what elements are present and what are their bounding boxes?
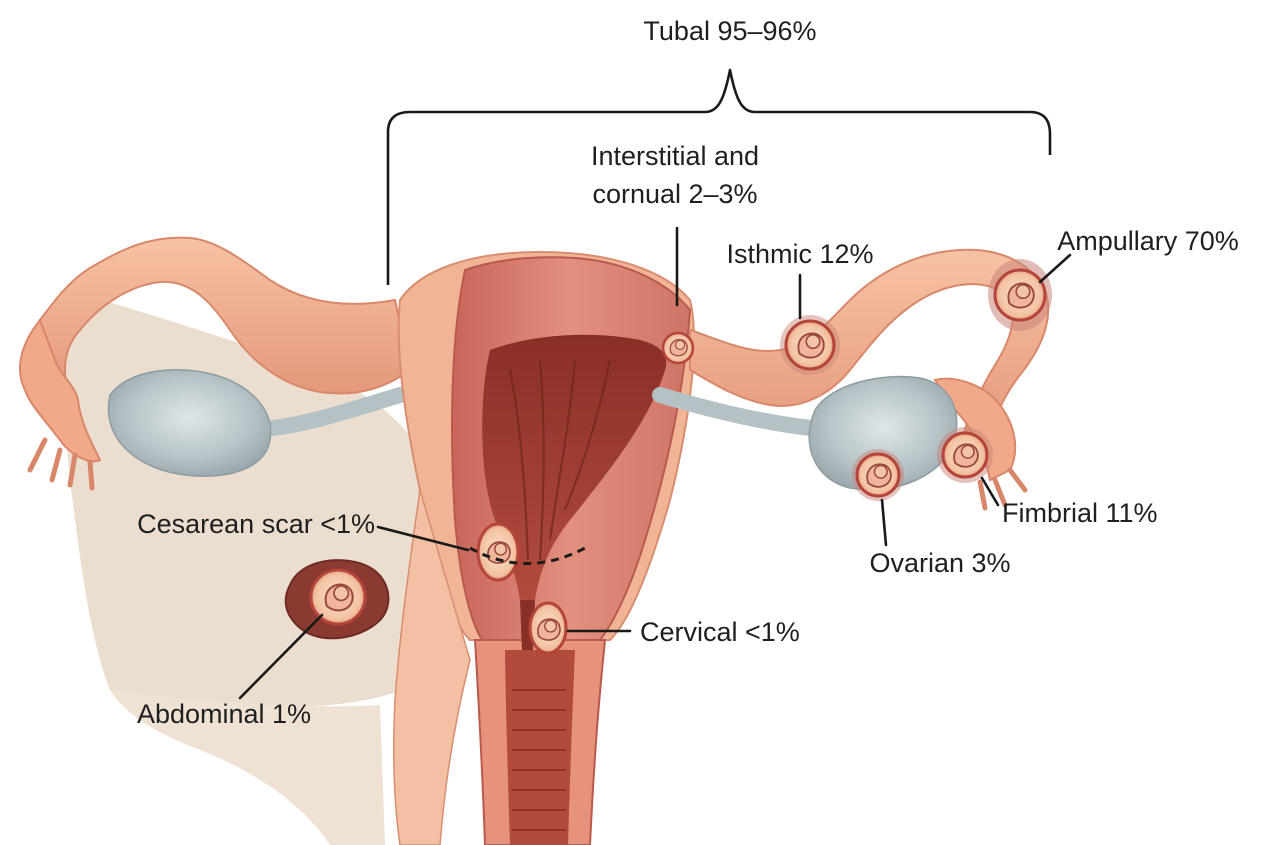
label-fimbrial: Fimbrial 11%	[1002, 498, 1158, 528]
label-tubal: Tubal 95–96%	[643, 16, 816, 46]
label-interstitial-line1: Interstitial and	[591, 141, 759, 171]
embryo-icon	[538, 619, 560, 640]
label-cesarean: Cesarean scar <1%	[137, 509, 375, 539]
implantation-site-abdominal	[286, 560, 389, 638]
implantation-site-fimbrial	[937, 427, 993, 483]
label-ampullary: Ampullary 70%	[1057, 226, 1239, 256]
embryo-icon	[867, 464, 891, 487]
embryo-icon	[954, 444, 978, 467]
label-cervical: Cervical <1%	[640, 617, 800, 647]
label-abdominal: Abdominal 1%	[137, 699, 311, 729]
implantation-site-cervical	[530, 603, 566, 653]
implantation-site-isthmic	[780, 315, 840, 375]
label-ovarian: Ovarian 3%	[869, 548, 1010, 578]
embryo-icon	[1008, 283, 1033, 307]
embryo-icon	[798, 333, 823, 357]
leader-ampullary	[1040, 255, 1070, 282]
label-isthmic: Isthmic 12%	[726, 239, 873, 269]
embryo-icon	[670, 340, 687, 356]
embryo-icon	[326, 585, 353, 611]
vaginal-canal	[505, 650, 575, 845]
label-interstitial-line2: cornual 2–3%	[592, 179, 757, 209]
implantation-site-ampullary	[988, 259, 1052, 331]
implantation-site-ovarian	[852, 449, 904, 501]
implantation-site-interstitial	[663, 333, 693, 363]
leader-ovarian	[882, 500, 886, 545]
implantation-site-cesarean	[478, 524, 518, 580]
